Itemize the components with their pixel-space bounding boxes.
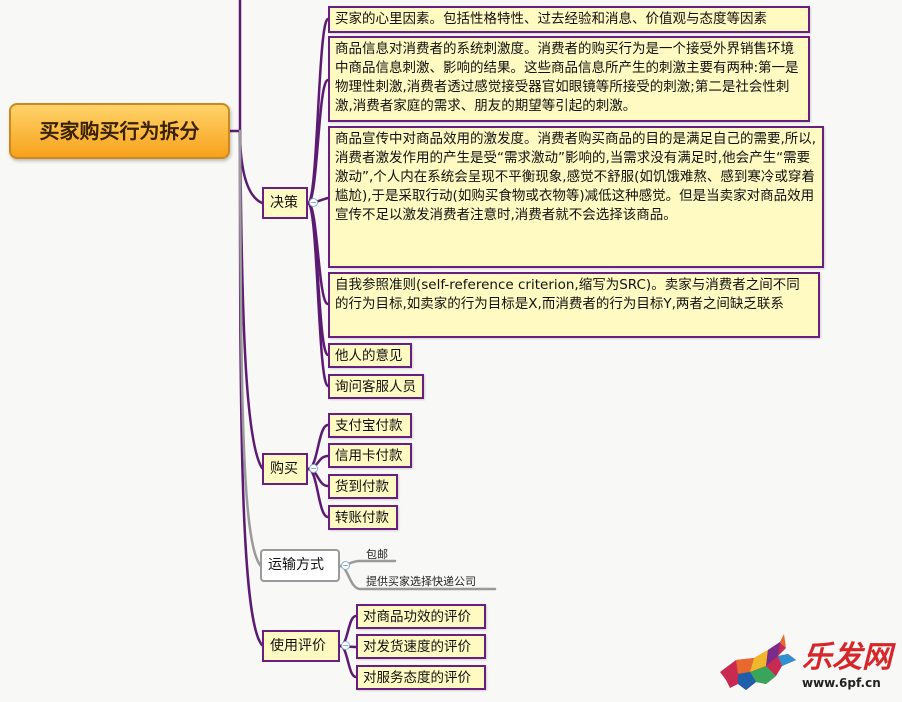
collapse-toggle-shipping[interactable]: − [341,561,350,570]
decision-item-stimulus[interactable]: 商品信息对消费者的系统刺激度。消费者的购买行为是一个接受外界销售环境中商品信息刺… [328,36,810,122]
branch-decision[interactable]: 决策 [262,187,308,219]
collapse-toggle-purchase[interactable]: − [309,464,318,473]
decision-item-ask-service[interactable]: 询问客服人员 [328,374,424,399]
purchase-item-transfer[interactable]: 转账付款 [328,505,398,530]
review-item-service-attitude[interactable]: 对服务态度的评价 [356,665,486,690]
decision-item-src[interactable]: 自我参照准则(self-reference criterion,缩写为SRC)。… [328,272,820,338]
branch-purchase-label: 购买 [270,460,298,477]
purchase-item-alipay[interactable]: 支付宝付款 [328,413,412,438]
review-item-effect[interactable]: 对商品功效的评价 [356,604,486,629]
branch-review-label: 使用评价 [270,637,326,654]
review-item-shipping-speed[interactable]: 对发货速度的评价 [356,634,486,659]
purchase-item-cod[interactable]: 货到付款 [328,474,398,499]
decision-item-psychology[interactable]: 买家的心里因素。包括性格特性、过去经验和消息、价值观与态度等因素 [328,6,810,33]
watermark-title: 乐发网 [802,640,892,675]
collapse-toggle-review[interactable]: − [341,641,350,650]
decision-item-others-opinion[interactable]: 他人的意见 [328,343,412,368]
purchase-item-credit-card[interactable]: 信用卡付款 [328,443,412,468]
shipping-item-free[interactable]: 包邮 [366,548,388,561]
bull-logo-icon [720,634,796,690]
watermark-url: www.6pf.cn [802,676,881,690]
shipping-item-choose-courier[interactable]: 提供买家选择快递公司 [366,575,476,588]
branch-review[interactable]: 使用评价 [262,630,340,662]
collapse-toggle-decision[interactable]: − [309,198,318,207]
decision-item-effect[interactable]: 商品宣传中对商品效用的激发度。消费者购买商品的目的是满足自己的需要,所以,消费者… [328,126,824,268]
root-label: 买家购买行为拆分 [39,118,200,143]
branch-purchase[interactable]: 购买 [262,453,308,485]
watermark-logo: 乐发网 www.6pf.cn [716,632,896,696]
branch-shipping-label: 运输方式 [268,557,324,573]
root-node[interactable]: 买家购买行为拆分 [9,103,230,159]
branch-decision-label: 决策 [270,194,298,211]
branch-shipping[interactable]: 运输方式 [260,549,340,582]
